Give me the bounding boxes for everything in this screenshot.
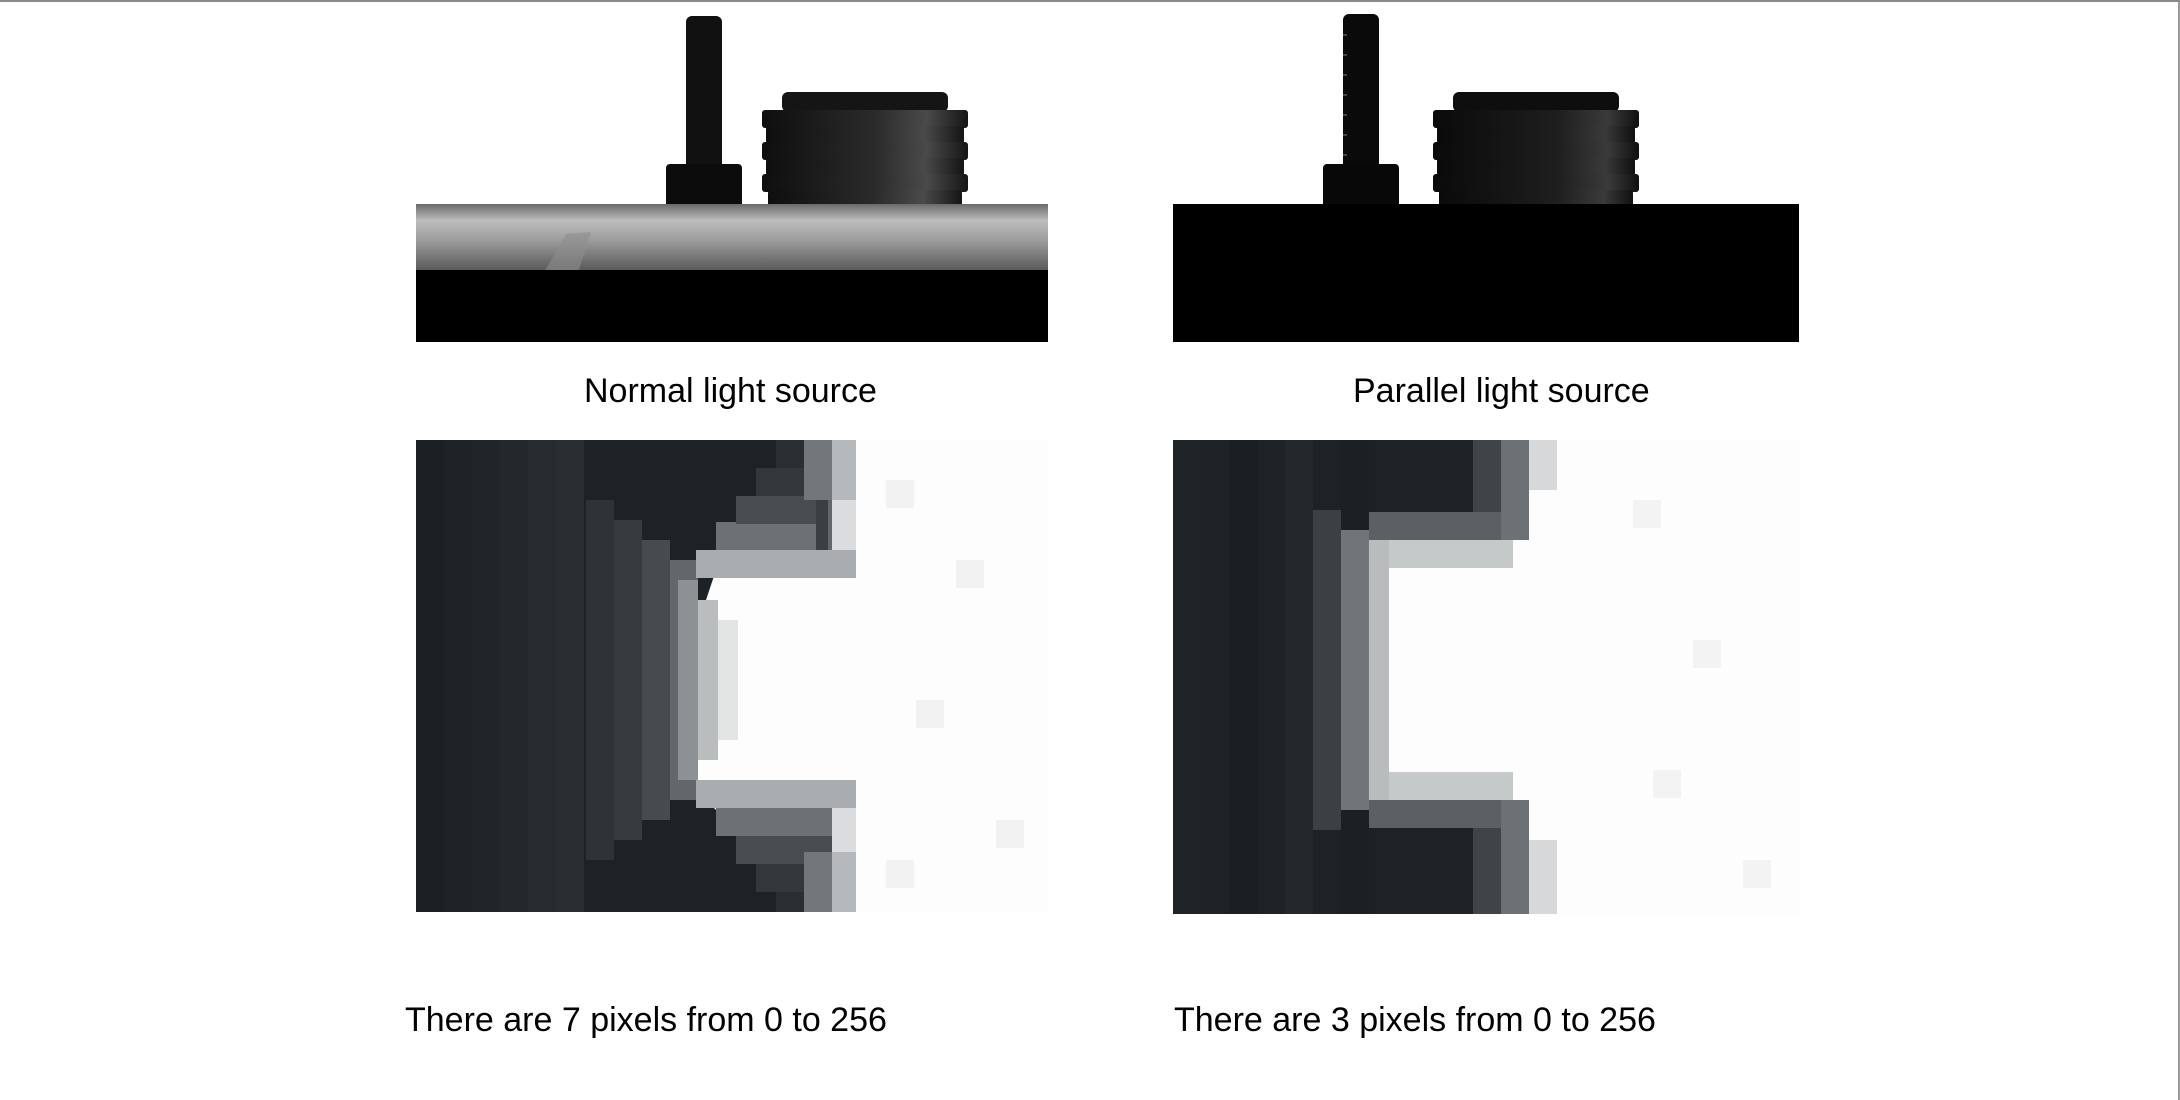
caption-parallel-light-source: Parallel light source xyxy=(1353,372,1650,410)
parallel-light-source-photo xyxy=(1173,14,1799,342)
note-normal-pixel-count: There are 7 pixels from 0 to 256 xyxy=(405,1001,887,1039)
normal-light-source-photo xyxy=(416,14,1048,342)
normal-light-zoom-pixels xyxy=(416,440,1048,912)
caption-normal-light-source: Normal light source xyxy=(584,372,877,410)
page-edge-divider xyxy=(2178,2,2180,1100)
note-parallel-pixel-count: There are 3 pixels from 0 to 256 xyxy=(1174,1001,1656,1039)
parallel-light-zoom-pixels xyxy=(1173,440,1799,914)
